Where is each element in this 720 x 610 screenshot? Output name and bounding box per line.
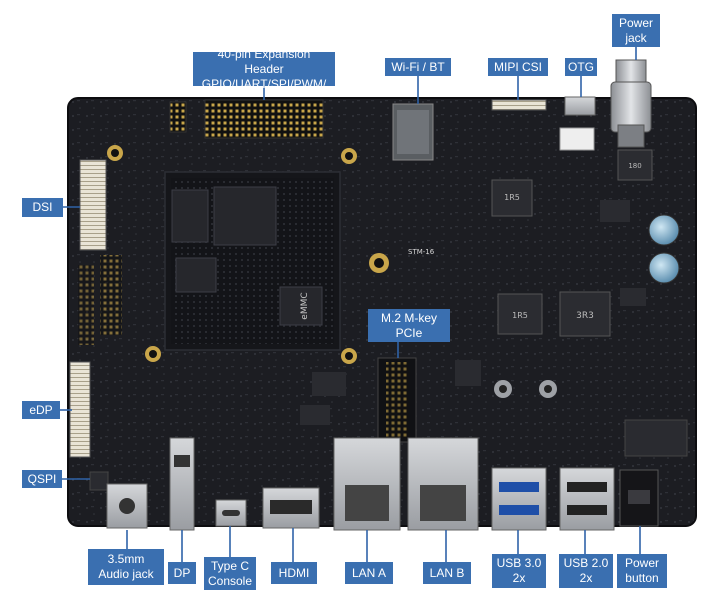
inductor-text: 1R5 [504, 193, 520, 202]
audio-jack-label: 3.5mm Audio jack [88, 549, 164, 585]
mipi-csi-label: MIPI CSI [488, 58, 548, 76]
power-button-label: Power button [617, 554, 667, 588]
leader-lines [60, 47, 641, 562]
emmc-chip [279, 286, 323, 326]
power-jack-label: Power jack [612, 14, 660, 47]
expansion-header-label: 40-pin Expansion Header GPIO/UART/SPI/PW… [193, 47, 335, 91]
qspi-label: QSPI [22, 470, 62, 488]
capacitor [648, 214, 680, 246]
qspi-chip [89, 471, 109, 491]
wifi-bt-label: Wi-Fi / BT [385, 58, 451, 76]
typec-label: Type C Console [204, 557, 256, 590]
usb2-label: USB 2.0 2x [559, 554, 613, 588]
edp-label: eDP [22, 401, 60, 419]
inductor-text: 1R5 [512, 311, 528, 320]
edp-connector [69, 361, 91, 458]
inductor-text: 3R3 [576, 311, 594, 321]
dp-label: DP [168, 562, 196, 584]
dsi-connector [79, 159, 107, 251]
pmic-chip [175, 257, 217, 293]
power-jack-part [610, 59, 652, 148]
otg-connector [564, 96, 596, 116]
inductor-text: 180 [628, 162, 641, 170]
mipi-csi-connector [491, 99, 547, 111]
dsi-label: DSI [22, 198, 63, 217]
usb2-part [559, 467, 615, 531]
mounting-holes [107, 145, 557, 398]
usb3-label: USB 3.0 2x [492, 554, 546, 588]
hdmi-label: HDMI [271, 562, 317, 584]
lan-b-label: LAN B [423, 562, 471, 584]
capacitor [648, 252, 680, 284]
ram-chip [171, 189, 209, 243]
lan-a-label: LAN A [345, 562, 393, 584]
board-silkscreen: STM-16 [408, 248, 435, 256]
otg-label: OTG [565, 58, 597, 76]
soc-chip [213, 186, 277, 246]
usb3-part [491, 467, 547, 531]
emmc-text: eMMC [300, 292, 310, 319]
dp-part [169, 437, 195, 531]
expansion-header [204, 99, 324, 139]
m2-label: M.2 M-key PCIe [368, 309, 450, 342]
